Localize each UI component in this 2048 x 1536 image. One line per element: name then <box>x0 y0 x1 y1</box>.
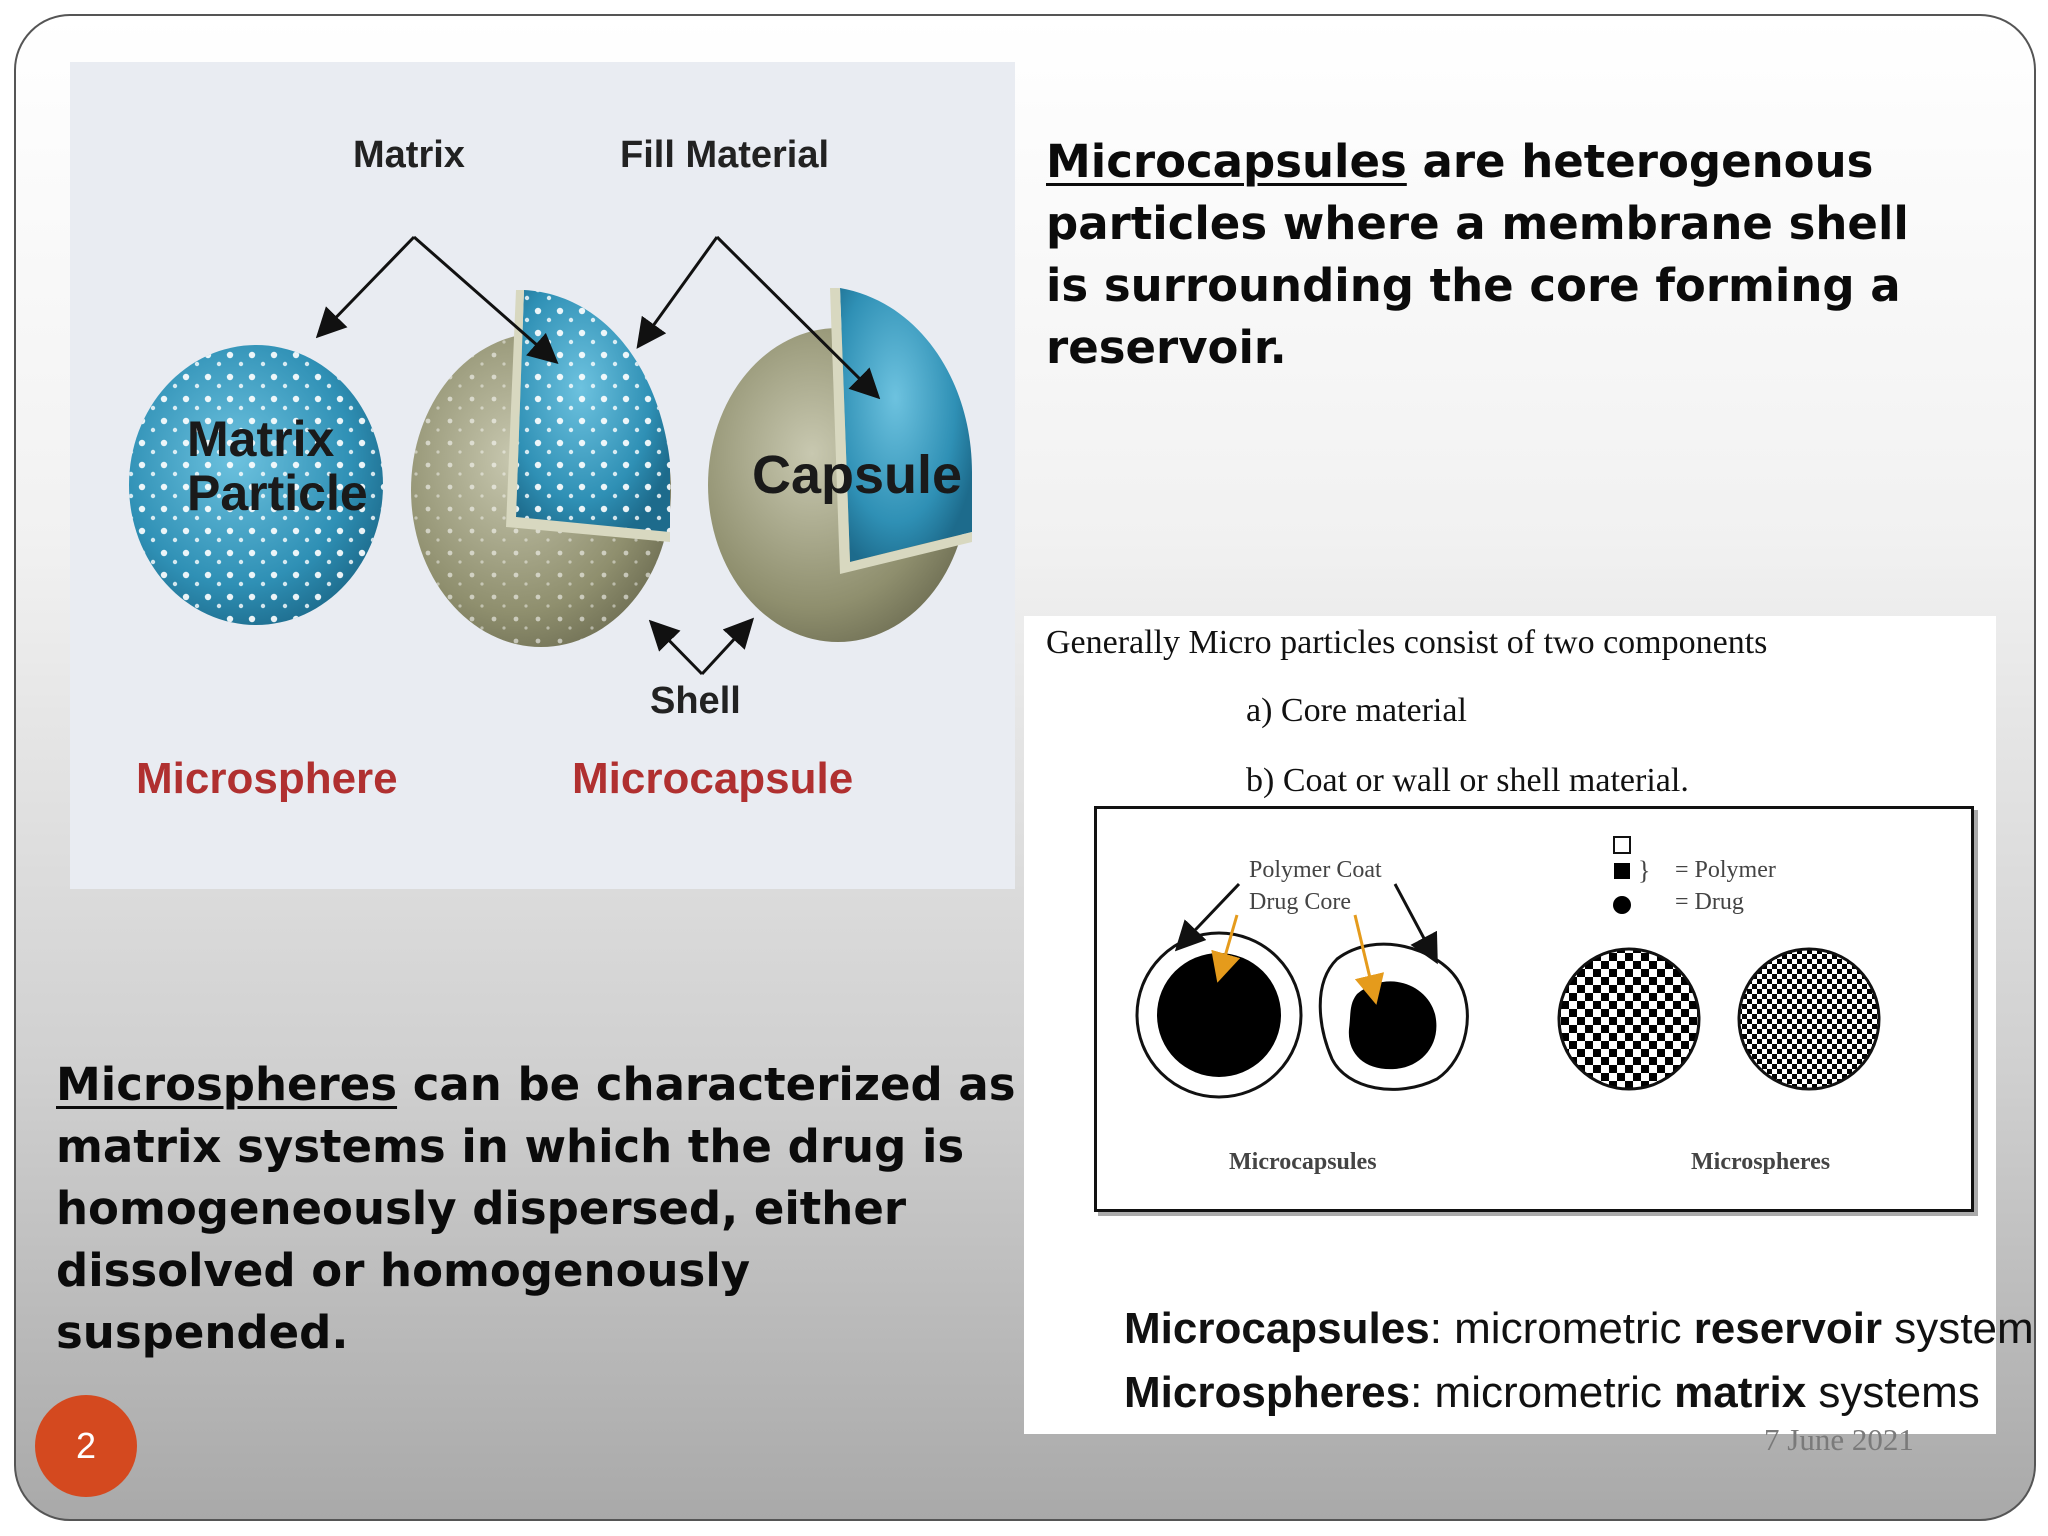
summary-line-microspheres: Microspheres: micrometric matrix systems <box>1124 1368 1980 1418</box>
summary1-term: Microcapsules <box>1124 1304 1430 1353</box>
microsphere-fine <box>1739 949 1879 1089</box>
microcapsule-irregular <box>1320 944 1467 1089</box>
summary1-bold: reservoir <box>1694 1304 1882 1353</box>
legend-open-square <box>1614 837 1630 853</box>
summary2-bold: matrix <box>1674 1368 1806 1417</box>
figure-heading: Generally Micro particles consist of two… <box>1046 624 1767 662</box>
caption-microspheres: Microspheres <box>1691 1149 1830 1176</box>
sphere-label-line1: Matrix <box>187 412 327 466</box>
sphere-label-capsule: Capsule <box>752 444 962 506</box>
figure-item-core: a) Core material <box>1246 692 1467 730</box>
label-fill-material: Fill Material <box>620 134 829 177</box>
microsphere-coarse <box>1559 949 1699 1089</box>
slide: Matrix Fill Material Matrix Particle Cap… <box>14 14 2036 1521</box>
term-microspheres: Microspheres <box>56 1058 397 1111</box>
sphere-label-line2: Particle <box>187 466 327 520</box>
legend-polymer: = Polymer <box>1675 857 1776 884</box>
summary1-mid: : micrometric <box>1430 1304 1694 1353</box>
figure-item-coat: b) Coat or wall or shell material. <box>1246 762 1689 800</box>
legend-drug: = Drug <box>1675 889 1744 916</box>
microspheres-definition: Microspheres can be characterized as mat… <box>56 1054 1041 1364</box>
summary2-end: systems <box>1806 1368 1980 1417</box>
label-matrix: Matrix <box>353 134 465 177</box>
legend-dot <box>1613 896 1631 914</box>
summary-line-microcapsules: Microcapsules: micrometric reservoir sys… <box>1124 1304 2036 1354</box>
legend-brace: } <box>1638 856 1650 885</box>
label-polymer-coat: Polymer Coat <box>1249 857 1382 884</box>
summary1-end: systems <box>1882 1304 2036 1353</box>
caption-microcapsules: Microcapsules <box>1229 1149 1377 1176</box>
figure-box: } Polymer Coat Drug Core = Polymer = Dru… <box>1094 806 1974 1212</box>
label-shell: Shell <box>650 680 741 723</box>
caption-microsphere: Microsphere <box>136 754 398 804</box>
term-microcapsules: Microcapsules <box>1046 135 1407 188</box>
slide-date: 7 June 2021 <box>1764 1422 1914 1458</box>
summary2-mid: : micrometric <box>1410 1368 1674 1417</box>
page-number-badge: 2 <box>35 1395 137 1497</box>
sphere-label-matrix-particle: Matrix Particle <box>187 412 327 520</box>
microcapsule-round <box>1137 933 1301 1097</box>
caption-microcapsule: Microcapsule <box>572 754 853 804</box>
summary2-term: Microspheres <box>1124 1368 1410 1417</box>
microparticle-figure: Generally Micro particles consist of two… <box>1024 616 1996 1434</box>
legend-filled-square <box>1614 863 1630 879</box>
label-drug-core: Drug Core <box>1249 889 1351 916</box>
microcapsules-definition: Microcapsules are heterogenous particles… <box>1046 131 1946 379</box>
